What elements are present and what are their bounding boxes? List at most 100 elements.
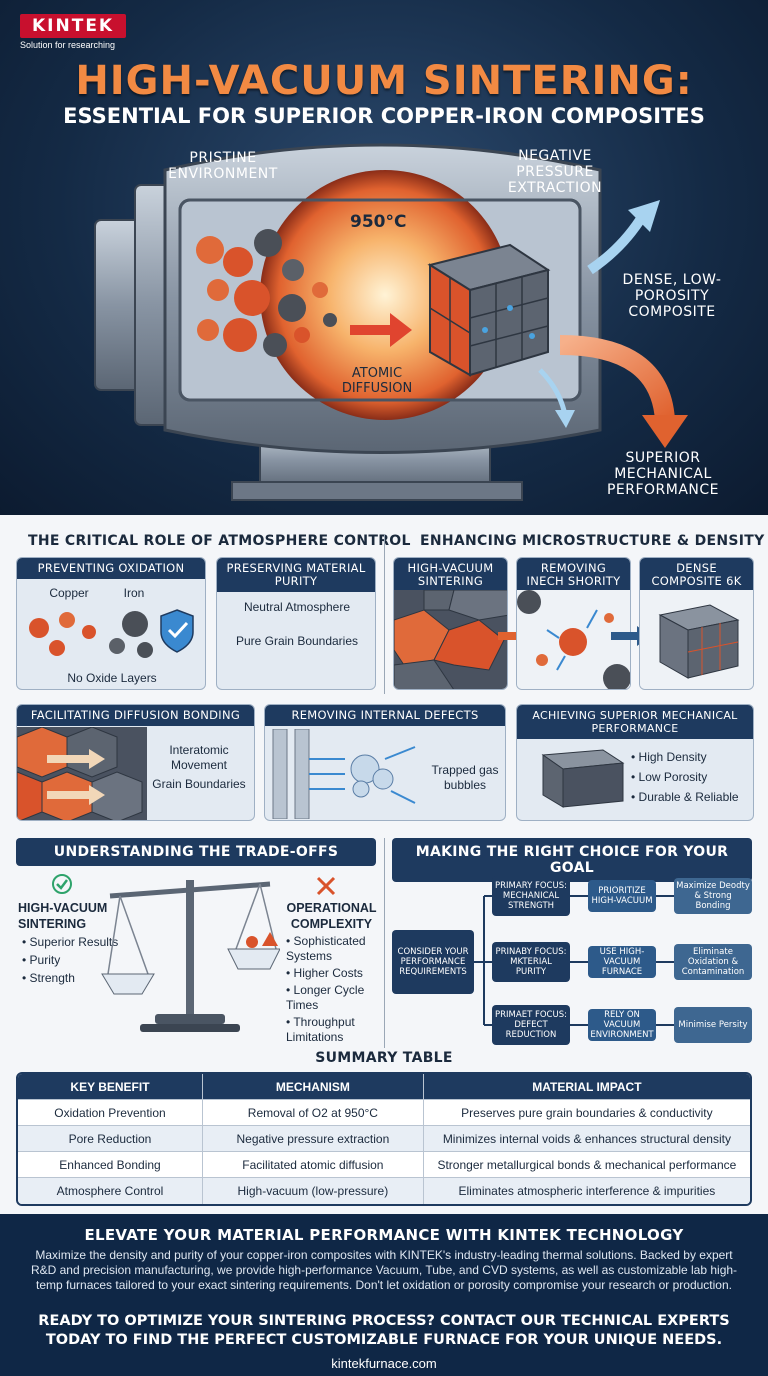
table-header-cell: MECHANISM: [203, 1074, 424, 1099]
grain-structure-illustration: [394, 590, 507, 689]
card-removing-porosity: REMOVING INECH SHORITY: [516, 557, 631, 690]
card-hv-sintering: HIGH-VACUUM SINTERING: [393, 557, 508, 690]
table-cell: Preserves pure grain boundaries & conduc…: [461, 1105, 713, 1120]
list-item: Low Porosity: [631, 769, 739, 785]
cube-illustration: [640, 590, 753, 689]
hero-section: KINTEK Solution for researching HIGH-VAC…: [0, 0, 768, 515]
table-cell: Removal of O2 at 950°C: [203, 1100, 424, 1125]
performance-list: High Density Low Porosity Durable & Reli…: [631, 749, 739, 805]
table-cell: Atmosphere Control: [18, 1178, 203, 1204]
tradeoff-right-list: Sophisticated Systems Higher Costs Longe…: [286, 934, 381, 1045]
flow-start-box: CONSIDER YOUR PERFORMANCE REQUIREMENTS: [392, 930, 474, 994]
card-dense-composite: DENSE COMPOSITE 6K: [639, 557, 754, 690]
card-mechanical-performance: ACHIEVING SUPERIOR MECHANICAL PERFORMANC…: [516, 704, 754, 821]
brand-logo[interactable]: KINTEK: [20, 14, 127, 38]
card-removing-defects: REMOVING INTERNAL DEFECTS Trapped gas bu…: [264, 704, 506, 821]
table-header-cell: KEY BENEFIT: [18, 1074, 203, 1099]
table-cell: Eliminates atmospheric interference & im…: [458, 1184, 716, 1198]
card-preventing-oxidation: PREVENTING OXIDATION Copper Iron No Oxid…: [16, 557, 206, 690]
choice-flow-connectors: [474, 895, 674, 1026]
footer-cta: READY TO OPTIMIZE YOUR SINTERING PROCESS…: [38, 1313, 730, 1348]
list-item: Purity: [22, 952, 122, 968]
tradeoffs-banner: UNDERSTANDING THE TRADE-OFFS: [16, 838, 376, 866]
table-cell: Oxidation Prevention: [18, 1100, 203, 1125]
flow-result-box: Eliminate Oxidation & Contamination: [674, 944, 752, 980]
table-cell: Stronger metallurgical bonds & mechanica…: [437, 1157, 737, 1172]
block-illustration: [541, 749, 625, 808]
cross-icon: [316, 876, 336, 896]
card-head: REMOVING INTERNAL DEFECTS: [265, 705, 505, 726]
label-atomic-diffusion: ATOMIC DIFFUSION: [341, 366, 413, 396]
list-item: High Density: [631, 749, 739, 765]
extraction-arrow: [587, 217, 645, 275]
balance-scale-icon: [101, 880, 280, 1032]
atmosphere-section-title: THE CRITICAL ROLE OF ATMOSPHERE CONTROL: [28, 533, 411, 549]
card-head: PREVENTING OXIDATION: [17, 558, 205, 579]
card-head: ACHIEVING SUPERIOR MECHANICAL PERFORMANC…: [517, 705, 753, 739]
card-head: REMOVING INECH SHORITY: [517, 558, 630, 592]
table-row: Enhanced Bonding Facilitated atomic diff…: [18, 1152, 750, 1178]
table-cell: Pore Reduction: [18, 1126, 203, 1151]
check-circle-icon: [52, 874, 72, 894]
list-item: Throughput Limitations: [286, 1015, 381, 1045]
card-material-purity: PRESERVING MATERIAL PURITY Neutral Atmos…: [216, 557, 376, 690]
footer-url-link[interactable]: kintekfurnace.com: [331, 1356, 437, 1371]
label-no-oxide: No Oxide Layers: [67, 671, 157, 685]
furnace-illustration: [94, 143, 688, 501]
flow-focus-box: PRINABY FOCUS: MKTERIAL PURITY: [492, 942, 570, 982]
footer: ELEVATE YOUR MATERIAL PERFORMANCE WITH K…: [0, 1214, 768, 1376]
table-cell: Facilitated atomic diffusion: [203, 1152, 424, 1177]
table-cell: Negative pressure extraction: [203, 1126, 424, 1151]
output-arrow: [559, 335, 675, 422]
hexagon-grains-illustration: [17, 727, 147, 820]
flow-action-box: PRIORITIZE HIGH-VACUUM: [588, 880, 656, 912]
label-pure-grain: Pure Grain Boundaries: [235, 634, 359, 648]
label-negative-pressure: NEGATIVE PRESSURE EXTRACTION: [507, 148, 603, 196]
composite-cube: [427, 243, 551, 377]
section-divider: [384, 534, 385, 694]
section-divider: [384, 838, 385, 1048]
label-dense-composite: DENSE, LOW-POROSITY COMPOSITE: [622, 272, 722, 320]
gas-bubbles-illustration: [272, 729, 416, 819]
table-cell: Minimizes internal voids & enhances stru…: [442, 1131, 731, 1146]
list-item: Strength: [22, 970, 122, 986]
summary-title: SUMMARY TABLE: [315, 1050, 453, 1066]
hero-subtitle: ESSENTIAL FOR SUPERIOR COPPER-IRON COMPO…: [63, 104, 705, 128]
label-superior-performance: SUPERIOR MECHANICAL PERFORMANCE: [606, 450, 720, 498]
card-diffusion-bonding: FACILITATING DIFFUSION BONDING Interatom…: [16, 704, 255, 821]
shield-check-icon: [160, 609, 194, 653]
flow-focus-box: PRIMARY FOCUS: MECHANICAL STRENGTH: [492, 876, 570, 916]
flow-result-box: Maximize Deodty & Strong Bonding: [674, 878, 752, 914]
process-arrow: [350, 313, 412, 347]
table-header-cell: MATERIAL IMPACT: [532, 1079, 642, 1094]
particles-illustration: [29, 609, 194, 658]
list-item: Longer Cycle Times: [286, 983, 381, 1013]
flow-focus-box: PRIMAET FOCUS: DEFECT REDUCTION: [492, 1005, 570, 1045]
table-cell: Enhanced Bonding: [18, 1152, 203, 1177]
brand-tagline: Solution for researching: [20, 40, 116, 50]
list-item: Higher Costs: [286, 966, 381, 981]
list-item: Sophisticated Systems: [286, 934, 381, 964]
label-iron: Iron: [123, 586, 145, 600]
list-item: Superior Results: [22, 934, 122, 950]
table-row: Atmosphere Control High-vacuum (low-pres…: [18, 1178, 750, 1204]
table-header-row: KEY BENEFIT MECHANISM MATERIAL IMPACT: [18, 1074, 750, 1100]
card-head: FACILITATING DIFFUSION BONDING: [17, 705, 254, 726]
tradeoff-left-list: Superior Results Purity Strength: [22, 934, 122, 986]
table-row: Oxidation Prevention Removal of O2 at 95…: [18, 1100, 750, 1126]
label-trapped-bubbles: Trapped gas bubbles: [431, 763, 499, 792]
tradeoff-right-head: OPERATIONAL COMPLEXITY: [286, 901, 377, 931]
label-temperature: 950°C: [350, 212, 407, 232]
footer-title: ELEVATE YOUR MATERIAL PERFORMANCE WITH K…: [84, 1226, 684, 1244]
flow-action-box: RELY ON VACUUM ENVIRONMENT: [588, 1009, 656, 1041]
label-copper: Copper: [49, 586, 89, 600]
label-neutral-atmosphere: Neutral Atmosphere: [243, 600, 351, 614]
label-grain-boundaries: Grain Boundaries: [152, 777, 246, 791]
card-head: PRESERVING MATERIAL PURITY: [217, 558, 375, 592]
hero-title: HIGH-VACUUM SINTERING:: [75, 58, 693, 104]
card-head: HIGH-VACUUM SINTERING: [394, 558, 507, 592]
choice-banner: MAKING THE RIGHT CHOICE FOR YOUR GOAL: [392, 838, 752, 882]
flow-result-box: Minimise Persity: [674, 1007, 752, 1043]
table-cell: High-vacuum (low-pressure): [203, 1178, 424, 1204]
